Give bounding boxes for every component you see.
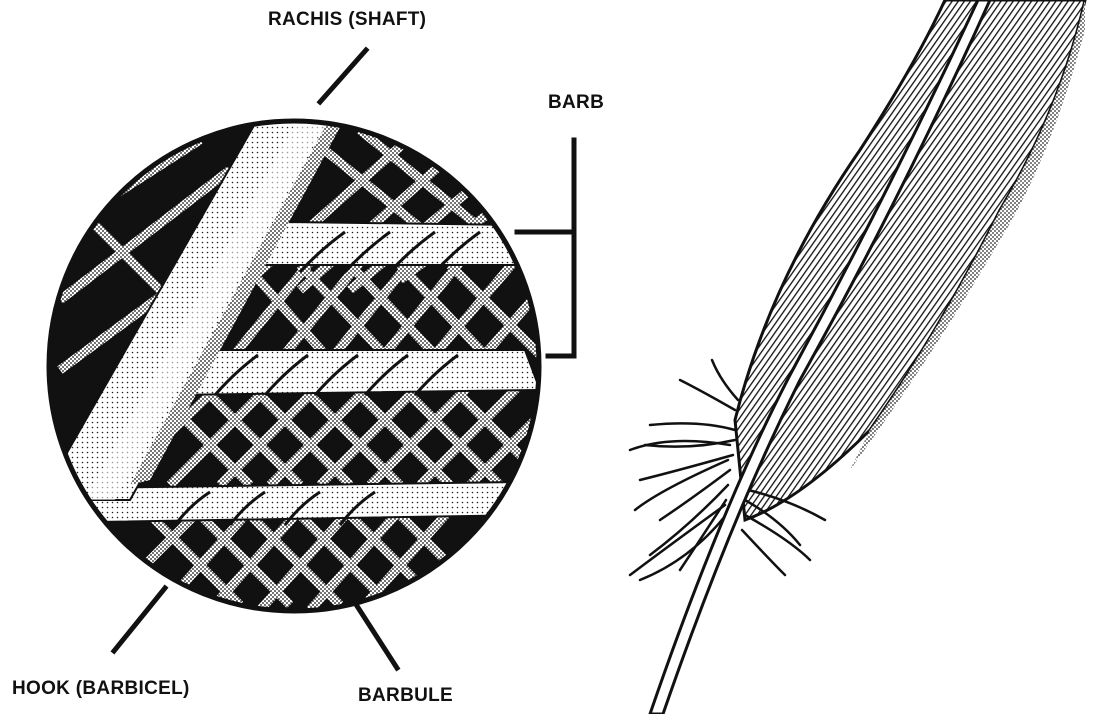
barb-label: BARB bbox=[548, 92, 604, 114]
hook-barbicel-label: HOOK (BARBICEL) bbox=[12, 678, 190, 700]
barbule-label: BARBULE bbox=[358, 685, 453, 707]
rachis-shaft-label: RACHIS (SHAFT) bbox=[268, 9, 426, 31]
magnified-barb-detail bbox=[40, 110, 560, 620]
feather-drawing bbox=[630, 0, 1085, 714]
